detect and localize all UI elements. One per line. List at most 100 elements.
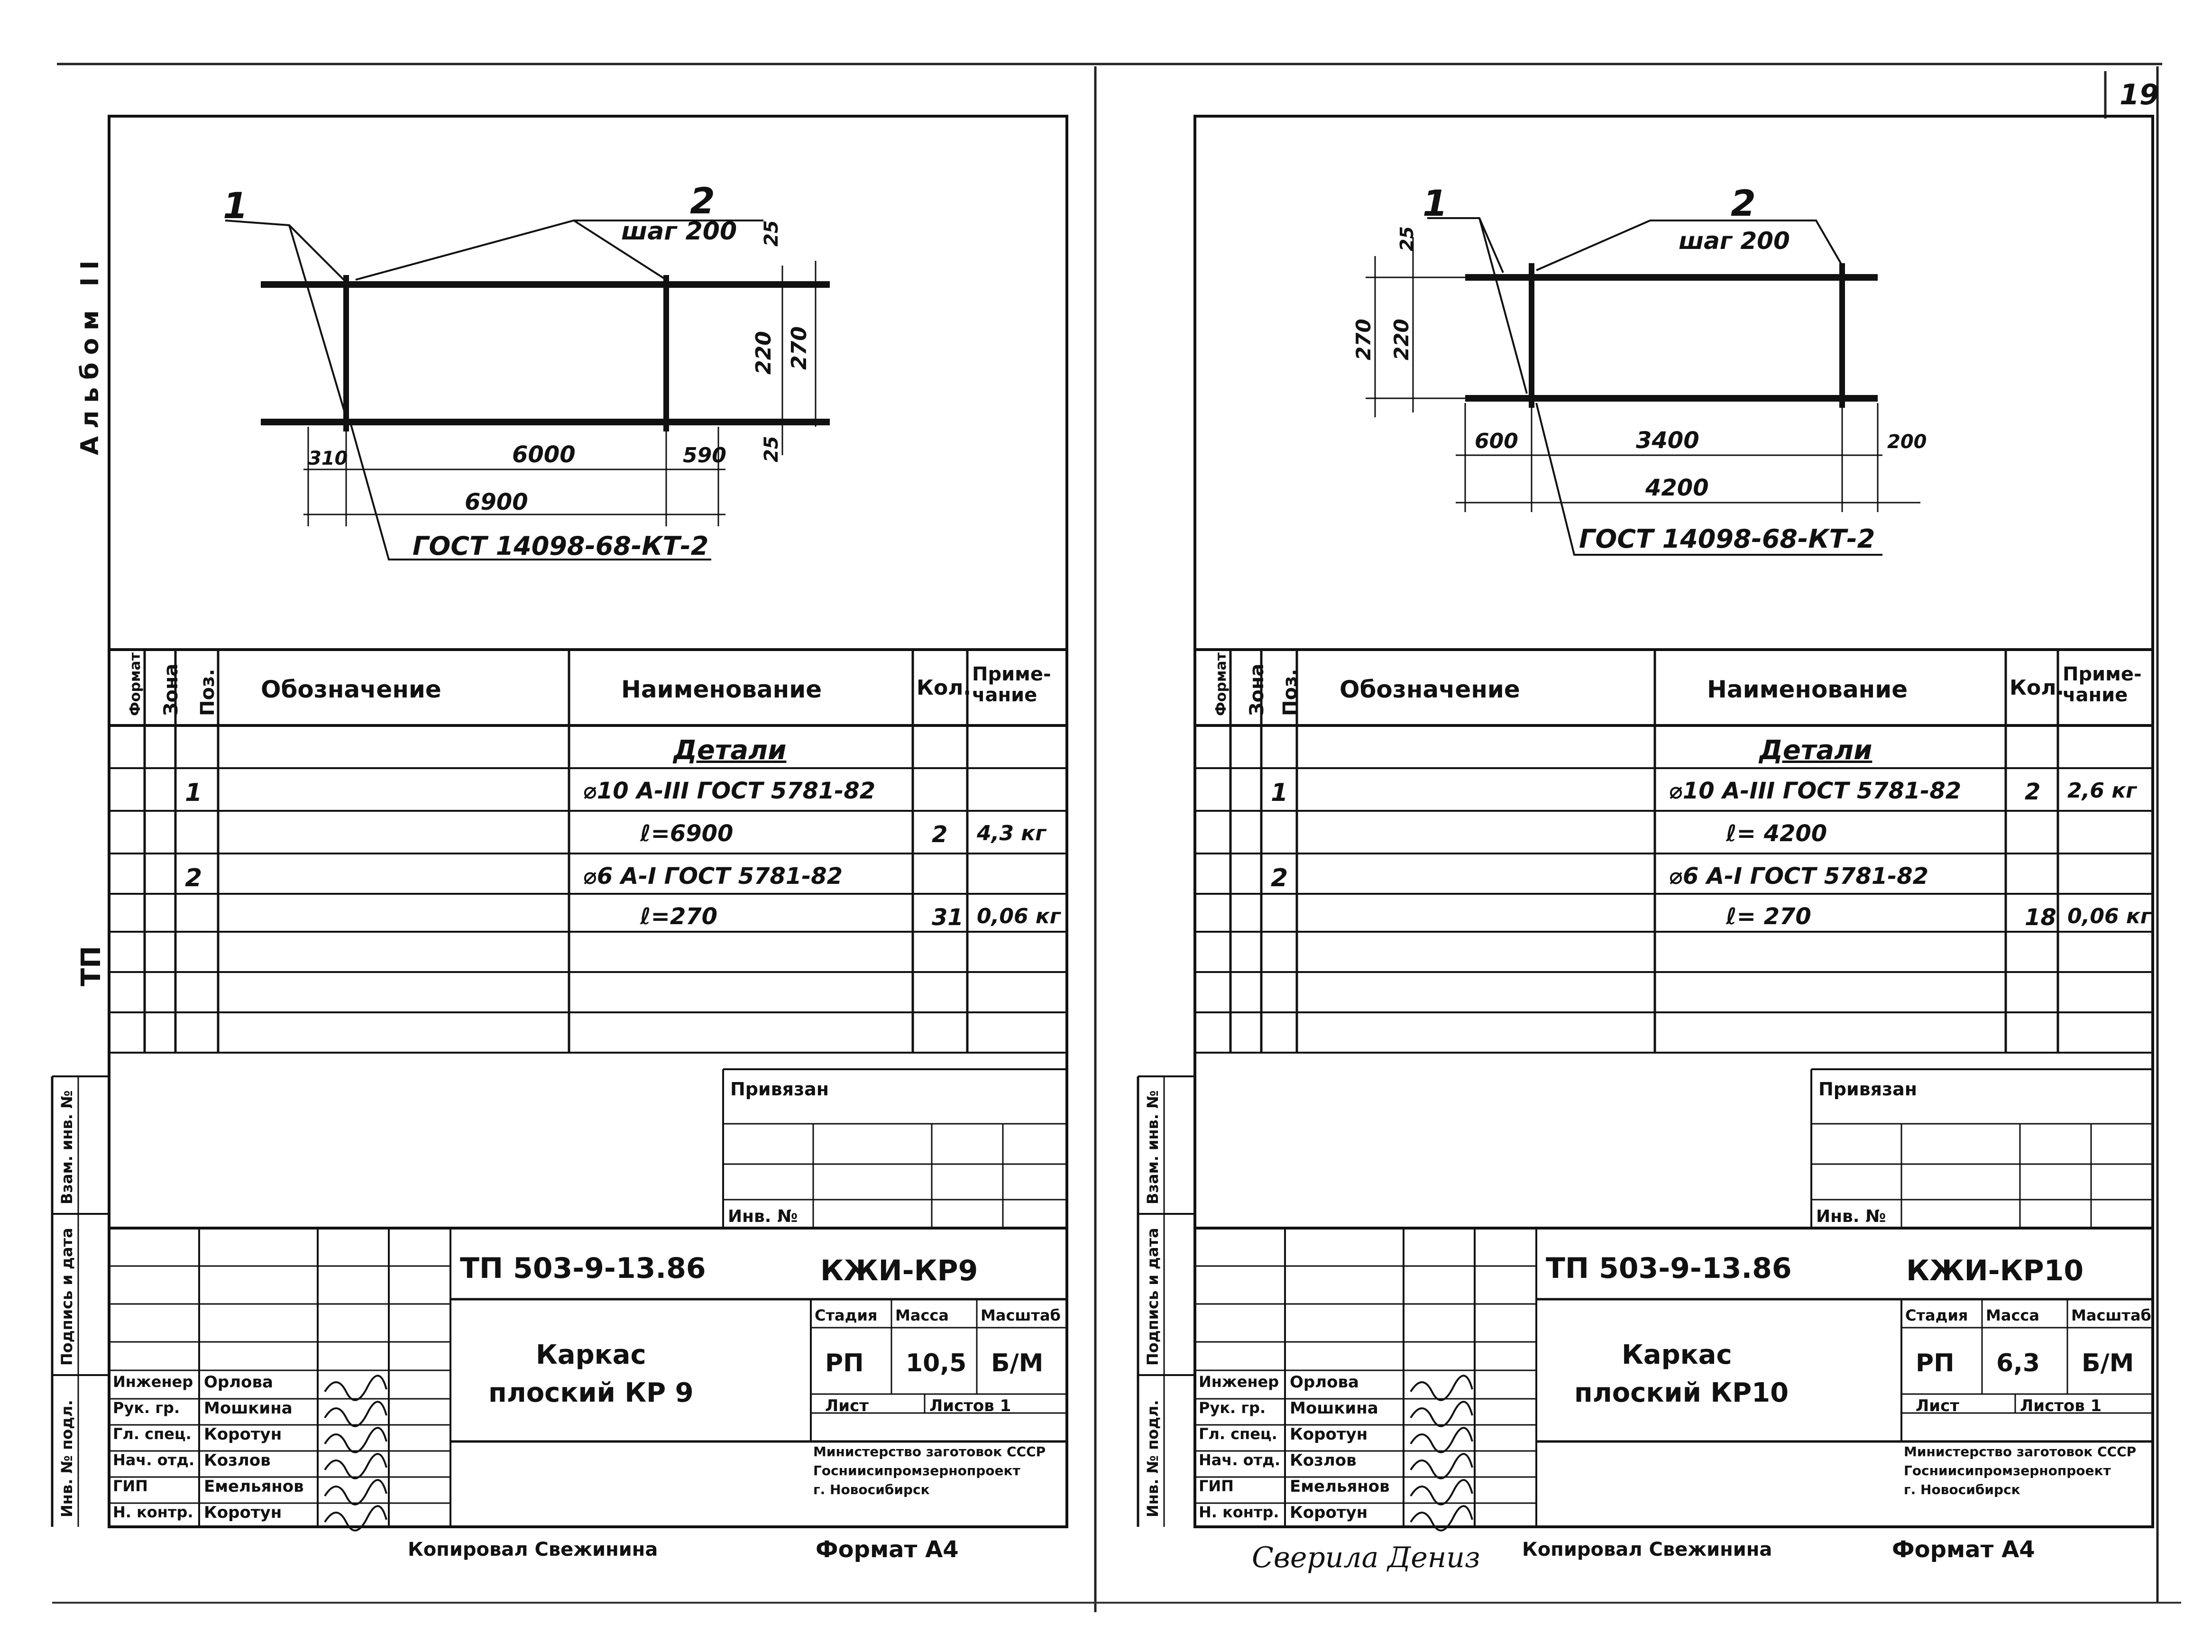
sheets-count-label: Листов 1 [2020, 1396, 2102, 1415]
signature-scribble [324, 1505, 387, 1532]
dim-left: 600 [1475, 429, 1518, 453]
spec-note: 0,06 кг [977, 904, 1061, 928]
stage-value-2: Б/М [991, 1349, 1044, 1377]
spec-header-name: Наименование [621, 676, 822, 703]
stage-header-0: Стадия [815, 1306, 878, 1324]
spec-name: ℓ=6900 [640, 820, 734, 847]
signature-scribble [324, 1427, 387, 1453]
callout-2: 2 [690, 180, 715, 222]
stage-header-2: Масштаб [981, 1306, 1061, 1324]
spec-note: 0,06 кг [2067, 904, 2151, 928]
spec-note: 2,6 кг [2067, 779, 2137, 803]
staff-role: Рук. гр. [113, 1399, 180, 1417]
dim-middle: 3400 [1636, 427, 1699, 454]
signature-scribble [1410, 1427, 1473, 1453]
privyazan-label: Привязан [730, 1079, 829, 1100]
stage-value-1: 6,3 [1996, 1349, 2040, 1377]
dim-total: 4200 [1645, 475, 1709, 501]
staff-role: ГИП [113, 1477, 148, 1495]
spec-header-designation: Обозначение [1340, 676, 1520, 703]
page-number: 19 [2120, 78, 2159, 111]
spec-pos: 1 [185, 779, 202, 807]
dim-left: 310 [308, 448, 348, 469]
organization-line-1: Госниисипромзернопроект [1904, 1463, 2111, 1478]
spec-name: ℓ= 270 [1726, 903, 1811, 930]
staff-name: Коротун [1290, 1503, 1368, 1522]
stage-value-2: Б/М [2082, 1349, 2134, 1377]
spec-qty: 31 [932, 904, 964, 931]
spec-qty: 2 [2025, 779, 2041, 805]
document-code: ТП 503-9-13.86 [1546, 1252, 1792, 1285]
checker-signature: Сверила Дениз [1252, 1541, 1480, 1574]
signature-scribble [1410, 1401, 1473, 1427]
title-line-2: плоский КР10 [1574, 1377, 1789, 1408]
staff-name: Козлов [204, 1451, 271, 1470]
dim-right: 200 [1887, 431, 1927, 453]
dim-middle: 6000 [512, 441, 576, 468]
signature-scribble [324, 1401, 387, 1427]
document-code: ТП 503-9-13.86 [460, 1252, 706, 1285]
organization-line-1: Госниисипромзернопроект [813, 1463, 1020, 1478]
vertical-stamp-0: Инв. № подл. [1144, 1400, 1162, 1517]
sheet-label: Лист [1916, 1396, 1959, 1415]
stage-value-0: РП [825, 1349, 864, 1377]
staff-name: Мошкина [204, 1399, 293, 1418]
spec-header-0: Формат [1212, 652, 1230, 716]
step-label: шаг 200 [1679, 227, 1790, 255]
staff-role: Инженер [113, 1373, 193, 1391]
privyazan-label: Привязан [1818, 1079, 1918, 1100]
spec-name: ⌀6 А-I ГОСТ 5781-82 [583, 863, 843, 890]
staff-name: Коротун [204, 1503, 282, 1522]
dim-outer: 270 [787, 326, 811, 370]
spec-section-heading: Детали [1759, 735, 1872, 766]
format-label: Формат А4 [1892, 1536, 2035, 1563]
spec-pos: 2 [1271, 864, 1288, 892]
dim-inner: 220 [1390, 319, 1413, 360]
signature-scribble [324, 1453, 387, 1479]
dim-outer: 270 [1352, 319, 1375, 360]
signature-scribble [1410, 1479, 1473, 1505]
signature-scribble [1410, 1505, 1473, 1532]
vertical-stamp-2: Взам. инв. № [1144, 1090, 1162, 1204]
spec-header-note: Приме- чание [2063, 663, 2142, 706]
spec-header-1: Зона [1246, 663, 1268, 716]
staff-role: ГИП [1199, 1477, 1234, 1495]
staff-name: Емельянов [1290, 1477, 1390, 1496]
staff-name: Коротун [1290, 1425, 1368, 1444]
spec-name: ⌀6 А-I ГОСТ 5781-82 [1669, 863, 1929, 890]
document-mark: КЖИ-КР9 [820, 1254, 978, 1287]
stage-header-1: Масса [1986, 1306, 2039, 1324]
spec-section-heading: Детали [673, 735, 787, 766]
callout-1: 1 [223, 184, 248, 227]
signature-scribble [1410, 1453, 1473, 1479]
staff-name: Коротун [204, 1425, 282, 1444]
spec-header-note: Приме- чание [972, 663, 1051, 706]
spec-name: ℓ=270 [640, 903, 718, 930]
spec-qty: 18 [2025, 904, 2056, 931]
callout-2: 2 [1731, 182, 1756, 224]
organization-line-2: г. Новосибирск [1904, 1482, 2020, 1497]
dim-right: 590 [683, 443, 726, 468]
signature-scribble [324, 1375, 387, 1401]
staff-role: Гл. спец. [1199, 1425, 1277, 1443]
staff-name: Емельянов [204, 1477, 304, 1496]
staff-role: Нач. отд. [1199, 1451, 1281, 1469]
staff-role: Н. контр. [1199, 1503, 1279, 1521]
spec-header-qty: Кол. [917, 676, 972, 700]
spec-header-designation: Обозначение [261, 676, 441, 703]
dim-top-gap: 25 [761, 220, 782, 247]
staff-role: Гл. спец. [113, 1425, 192, 1443]
stage-header-0: Стадия [1905, 1306, 1968, 1324]
spec-header-name: Наименование [1707, 676, 1908, 703]
spec-name: ⌀10 А-III ГОСТ 5781-82 [583, 778, 876, 804]
staff-role: Инженер [1199, 1373, 1279, 1391]
gost-reference: ГОСТ 14098-68-КТ-2 [1579, 524, 1875, 554]
spec-pos: 1 [1271, 779, 1288, 807]
inv-number-label: Инв. № [728, 1207, 798, 1226]
staff-name: Орлова [204, 1373, 273, 1392]
staff-role: Рук. гр. [1199, 1399, 1266, 1417]
